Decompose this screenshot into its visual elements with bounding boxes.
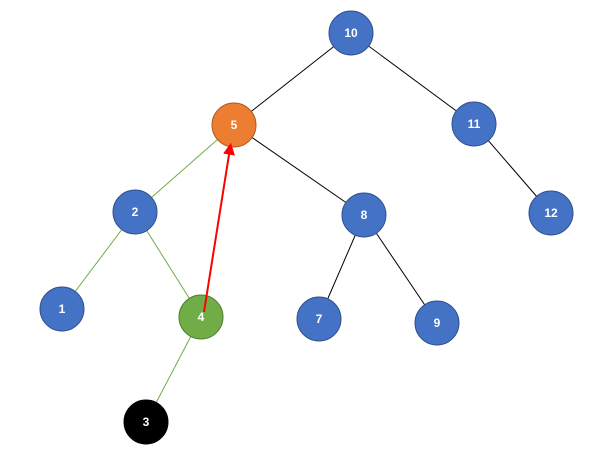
arrows-layer — [203, 142, 235, 313]
node-label: 3 — [143, 415, 150, 429]
edge-10-11 — [350, 32, 475, 125]
tree-node-5: 5 — [211, 102, 257, 148]
node-circle — [178, 294, 224, 340]
tree-node-10: 10 — [328, 10, 374, 56]
tree-node-4: 4 — [178, 294, 224, 340]
node-circle — [451, 101, 497, 147]
node-label: 12 — [544, 206, 558, 220]
node-circle — [341, 192, 387, 238]
node-circle — [414, 300, 460, 346]
node-label: 7 — [316, 312, 323, 326]
node-label: 5 — [231, 118, 238, 132]
node-circle — [528, 190, 574, 236]
node-circle — [328, 10, 374, 56]
node-circle — [112, 189, 158, 235]
node-circle — [296, 296, 342, 342]
tree-node-7: 7 — [296, 296, 342, 342]
tree-node-1: 1 — [39, 286, 85, 332]
node-circle — [39, 286, 85, 332]
arrow-4-to-5 — [203, 142, 235, 313]
node-label: 4 — [198, 310, 205, 324]
tree-node-2: 2 — [112, 189, 158, 235]
node-circle — [123, 399, 169, 445]
tree-node-8: 8 — [341, 192, 387, 238]
tree-node-9: 9 — [414, 300, 460, 346]
node-label: 11 — [468, 117, 481, 131]
tree-node-12: 12 — [528, 190, 574, 236]
edge-10-5 — [233, 32, 352, 126]
edge-5-8 — [233, 124, 365, 216]
node-label: 2 — [132, 205, 139, 219]
node-label: 8 — [361, 208, 368, 222]
node-label: 10 — [344, 26, 358, 40]
node-label: 1 — [59, 302, 66, 316]
tree-node-3: 3 — [123, 399, 169, 445]
tree-node-11: 11 — [451, 101, 497, 147]
nodes-layer: 10 5 11 2 8 12 1 4 7 9 3 — [39, 10, 574, 445]
node-label: 9 — [434, 316, 441, 330]
